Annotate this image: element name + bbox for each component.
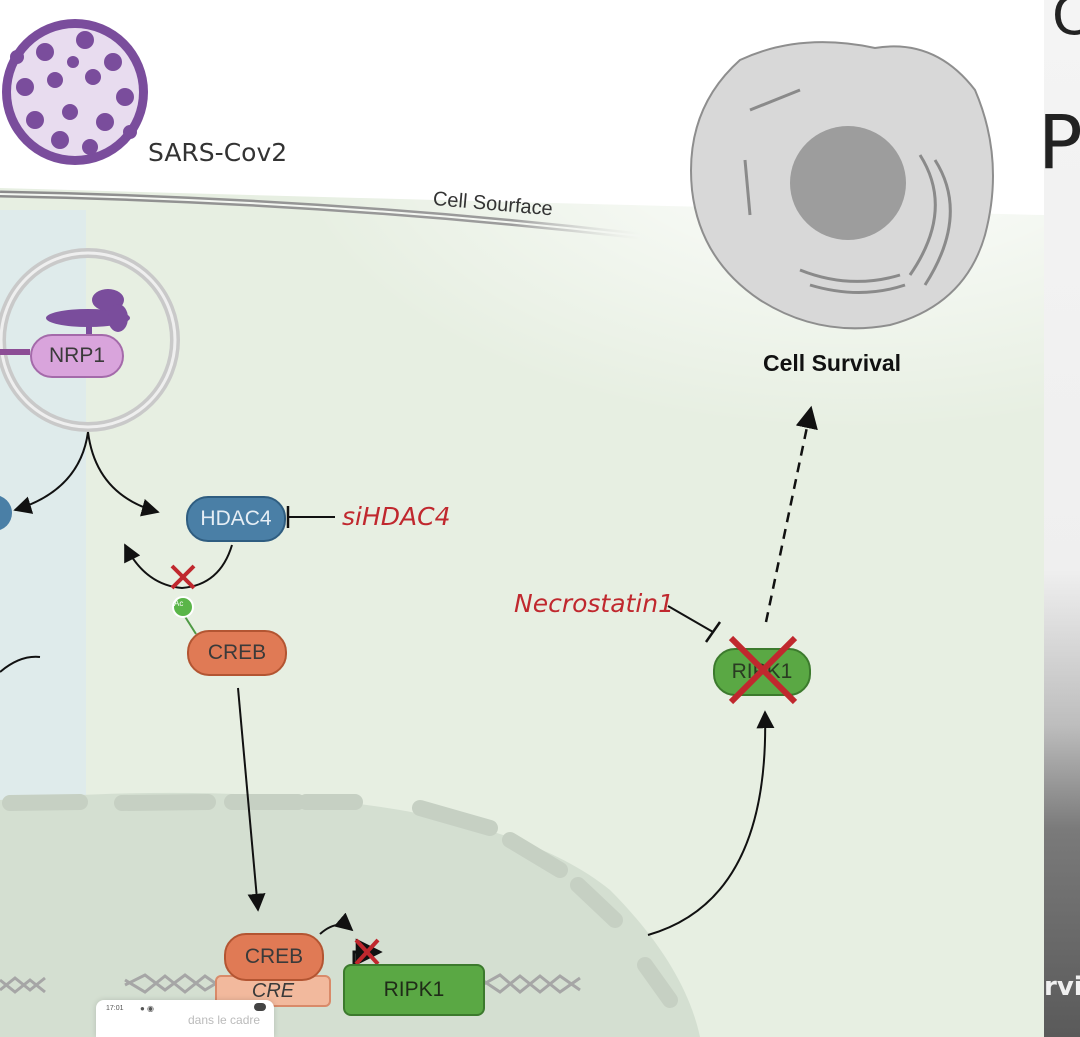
arrow-cell-survival — [764, 405, 818, 623]
transcription-block-x — [354, 938, 380, 966]
strip-top-glyph: C — [1052, 0, 1080, 47]
virus-label: SARS-Cov2 — [148, 138, 288, 167]
creb-nuclear-node: CREB — [224, 933, 324, 981]
acetyl-label: Ac — [174, 599, 184, 608]
partial-left-protein — [0, 496, 12, 530]
arrow-endosome-hdac4 — [87, 431, 160, 517]
sihdac4-label: siHDAC4 — [342, 502, 451, 531]
ripk1-block-x — [728, 635, 798, 705]
acetyl-link — [183, 614, 197, 635]
ripk1-gene: RIPK1 — [343, 964, 485, 1016]
status-icons: ● ◉ — [140, 1004, 155, 1013]
adjacent-slide-edge: C Pk rvi — [1044, 0, 1080, 1037]
necrostatin-inhibition-line — [667, 605, 714, 633]
arrow-creb-nucleus — [237, 687, 266, 912]
deacetylation-block-x — [170, 564, 196, 590]
acetyl-group-icon — [172, 596, 194, 618]
strip-bottom-glyph: rvi — [1044, 972, 1080, 1002]
arrow-endosome-left — [13, 431, 89, 514]
cell-survival-label: Cell Survival — [763, 350, 902, 376]
transcription-feedback-arrow — [319, 912, 354, 935]
cell-membrane-core — [0, 193, 641, 237]
arrow-ripk1-translation — [647, 710, 775, 936]
status-caption: dans le cadre — [188, 1013, 261, 1027]
creb-node: CREB — [187, 630, 287, 676]
virus-icon — [2, 19, 148, 165]
dna-strand-icon — [0, 973, 581, 994]
status-time: 17:01 — [106, 1005, 124, 1012]
spike-protein-icon — [46, 289, 130, 334]
endosome — [0, 248, 180, 432]
left-arrow-stub — [0, 655, 41, 673]
transcription-start-arrow — [352, 938, 383, 966]
surviving-cell-icon — [690, 41, 994, 330]
deacetylation-arrow — [124, 543, 233, 590]
mini-status-overlay: 17:01 ● ◉ dans le cadre — [96, 1000, 274, 1037]
strip-mid-glyph: Pk — [1044, 100, 1080, 186]
nuclear-envelope — [2, 794, 678, 1008]
nrp1-node: NRP1 — [30, 334, 124, 378]
necrostatin-inhibition-bar — [704, 621, 722, 643]
hdac4-node: HDAC4 — [186, 496, 286, 542]
necrostatin-label: Necrostatin1 — [514, 589, 675, 618]
battery-icon — [254, 1003, 266, 1011]
